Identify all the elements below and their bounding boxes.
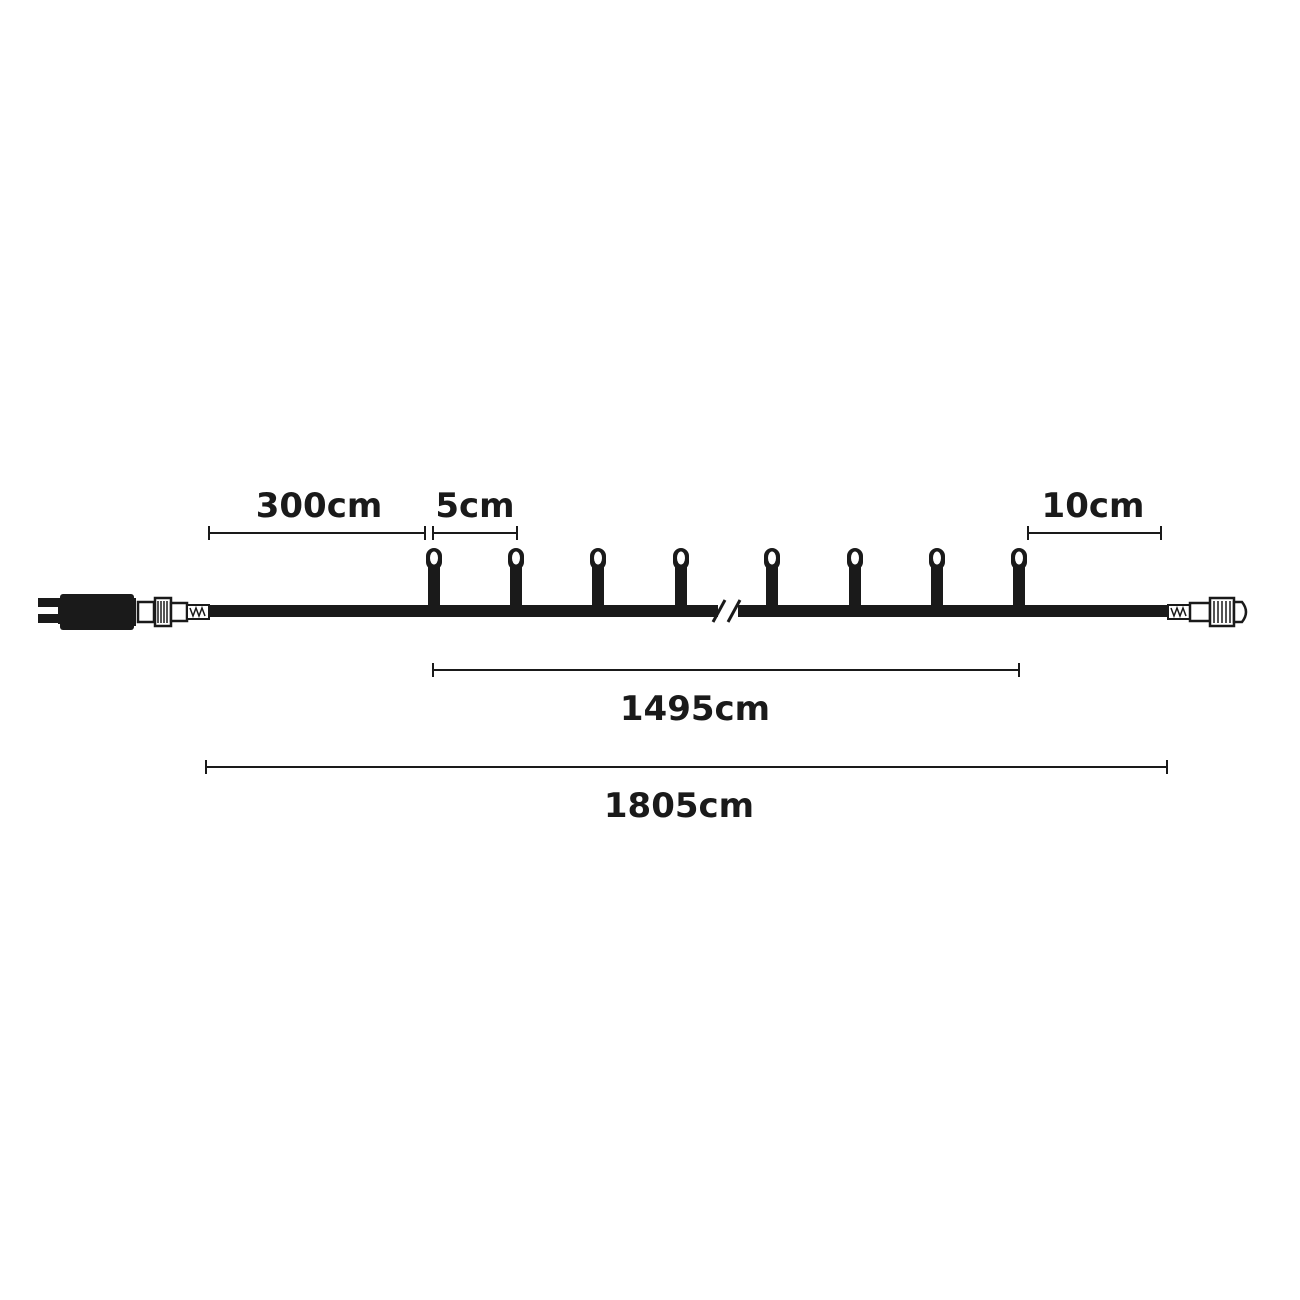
power-plug-icon [38, 594, 210, 630]
dimension-end-length: 10cm [1027, 486, 1162, 540]
dimension-total-length: 1805cm [205, 760, 1168, 826]
dimension-lead-cable: 300cm [208, 486, 426, 540]
dimension-label-end-length: 10cm [1042, 486, 1145, 526]
led-bulb-icon [929, 548, 945, 607]
led-bulb-icon [847, 548, 863, 607]
dimension-bulb-spacing: 5cm [432, 486, 518, 540]
dimension-label-lit-length: 1495cm [620, 689, 770, 729]
led-bulb-icon [1011, 548, 1027, 607]
led-bulb-row [426, 548, 1027, 607]
led-bulb-icon [764, 548, 780, 607]
led-bulb-icon [673, 548, 689, 607]
led-bulb-icon [590, 548, 606, 607]
led-bulb-icon [508, 548, 524, 607]
dimension-label-lead-cable: 300cm [256, 486, 383, 526]
dimension-label-total-length: 1805cm [604, 786, 754, 826]
end-connector-icon [1167, 596, 1248, 628]
led-bulb-icon [426, 548, 442, 607]
dimension-label-bulb-spacing: 5cm [435, 486, 514, 526]
cable [209, 605, 1168, 617]
dimension-lit-length: 1495cm [432, 663, 1020, 729]
cable-break-icon [711, 599, 742, 623]
